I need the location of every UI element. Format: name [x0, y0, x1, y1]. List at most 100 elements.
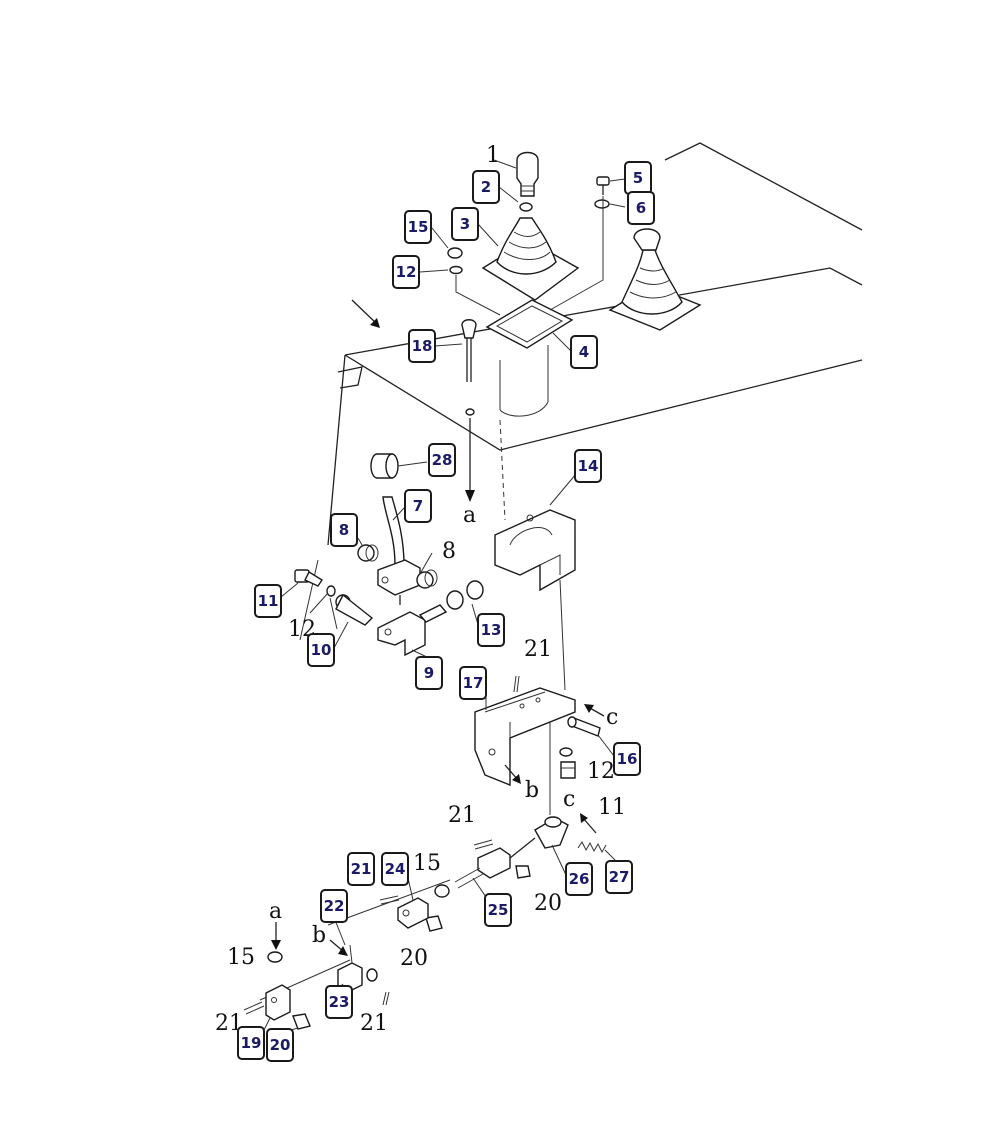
- svg-text:20: 20: [270, 1036, 291, 1054]
- leader-lines: [263, 159, 626, 1033]
- plain-label-21-top: 21: [524, 637, 552, 662]
- arrow-b-bottom: [329, 939, 348, 956]
- callout-4: 4: [570, 335, 598, 369]
- svg-text:14: 14: [578, 457, 599, 475]
- callout-2: 2: [472, 170, 500, 204]
- plain-label-b-bottom: b: [312, 923, 326, 948]
- plain-label-a-bottom: a: [269, 899, 282, 924]
- rod-end: [454, 837, 536, 889]
- nut: [447, 247, 463, 275]
- callout-10: 10: [307, 633, 335, 667]
- plain-label-b-top: b: [525, 778, 539, 803]
- svg-text:6: 6: [636, 199, 646, 217]
- lever-bracket: [474, 687, 576, 787]
- plain-label-21-bottom-right: 21: [360, 1011, 388, 1036]
- plain-label-8: 8: [442, 539, 456, 564]
- washer-right: [559, 747, 573, 757]
- callout-18: 18: [408, 329, 436, 363]
- nut-small: [519, 202, 533, 212]
- bushing-pair: [446, 580, 484, 610]
- washer: [594, 199, 610, 209]
- boot-cover-installed: [608, 228, 702, 331]
- cotter-pin: [513, 675, 520, 693]
- plain-label-c-bottom: c: [563, 787, 575, 812]
- callout-27: 27: [605, 860, 633, 894]
- svg-text:19: 19: [241, 1034, 262, 1052]
- plain-label-20-right: 20: [534, 891, 562, 916]
- svg-text:27: 27: [609, 868, 630, 886]
- callout-23: 23: [325, 985, 353, 1019]
- cab-panel-outline: [299, 142, 863, 641]
- callout-7: 7: [404, 489, 432, 523]
- callout-9: 9: [415, 656, 443, 690]
- arrow-b-top: [504, 764, 521, 784]
- svg-text:7: 7: [413, 497, 423, 515]
- callout-25: 25: [484, 893, 512, 927]
- arrow-a-bottom: [271, 922, 281, 950]
- callout-24: 24: [381, 852, 409, 886]
- clevis: [397, 897, 429, 929]
- bushing-right: [416, 569, 438, 589]
- plain-label-20-mid: 20: [400, 946, 428, 971]
- callout-21: 21: [347, 852, 375, 886]
- yoke: [377, 604, 448, 657]
- callout-3: 3: [451, 207, 479, 241]
- callout-13: 13: [477, 613, 505, 647]
- svg-text:24: 24: [385, 860, 406, 878]
- panel-opening: [499, 345, 549, 417]
- plain-label-21-mid: 21: [448, 803, 476, 828]
- bushing: [370, 453, 399, 479]
- callout-20: 20: [266, 1028, 294, 1062]
- clevis-bottom: [265, 984, 291, 1021]
- cotter-pin-24: [379, 895, 400, 905]
- svg-text:28: 28: [432, 451, 453, 469]
- svg-text:10: 10: [311, 641, 332, 659]
- callout-5: 5: [624, 161, 652, 195]
- callout-15: 15: [404, 210, 432, 244]
- svg-text:18: 18: [412, 337, 433, 355]
- arrow-c-bottom: [580, 813, 597, 834]
- svg-text:11: 11: [258, 592, 279, 610]
- svg-text:2: 2: [481, 178, 491, 196]
- plain-label-12-right: 12: [587, 759, 615, 784]
- arrow-c-top: [584, 704, 605, 717]
- bolt-20-b: [425, 915, 443, 932]
- bolt-20-c: [292, 1013, 311, 1030]
- cotter-pin-25: [473, 839, 494, 850]
- bolt: [596, 176, 610, 195]
- svg-text:17: 17: [463, 674, 484, 692]
- callout-11: 11: [254, 584, 282, 618]
- bell-crank: [534, 816, 569, 849]
- link: [337, 944, 378, 993]
- plain-label-1: 1: [486, 143, 500, 168]
- pin-right: [567, 716, 601, 737]
- nut-15-mid: [434, 884, 450, 898]
- bolt-20-a: [515, 865, 531, 879]
- svg-text:25: 25: [488, 901, 509, 919]
- svg-text:5: 5: [633, 169, 643, 187]
- plain-labels: 1 8 12 21 c 12 11 c 21 15 20 20 a b 15 2…: [215, 143, 626, 1036]
- svg-text:4: 4: [579, 343, 589, 361]
- bolt-left: [294, 569, 336, 597]
- callout-19: 19: [237, 1026, 265, 1060]
- spring: [577, 841, 607, 854]
- pin: [335, 593, 374, 626]
- callout-14: 14: [574, 449, 602, 483]
- assembly-lines: [259, 196, 604, 1001]
- svg-text:21: 21: [351, 860, 372, 878]
- callout-6: 6: [627, 191, 655, 225]
- plain-label-15-bottom: 15: [227, 945, 255, 970]
- svg-text:9: 9: [424, 664, 434, 682]
- svg-text:22: 22: [324, 897, 345, 915]
- svg-text:23: 23: [329, 993, 350, 1011]
- direction-arrow-panel: [351, 299, 380, 328]
- plain-label-11-right: 11: [598, 795, 626, 820]
- svg-text:12: 12: [396, 263, 417, 281]
- callout-28: 28: [428, 443, 456, 477]
- bracket: [494, 509, 576, 592]
- long-bolt: [461, 319, 477, 502]
- boot-cover: [481, 217, 580, 301]
- callout-16: 16: [613, 742, 641, 776]
- bolt-right: [560, 761, 576, 779]
